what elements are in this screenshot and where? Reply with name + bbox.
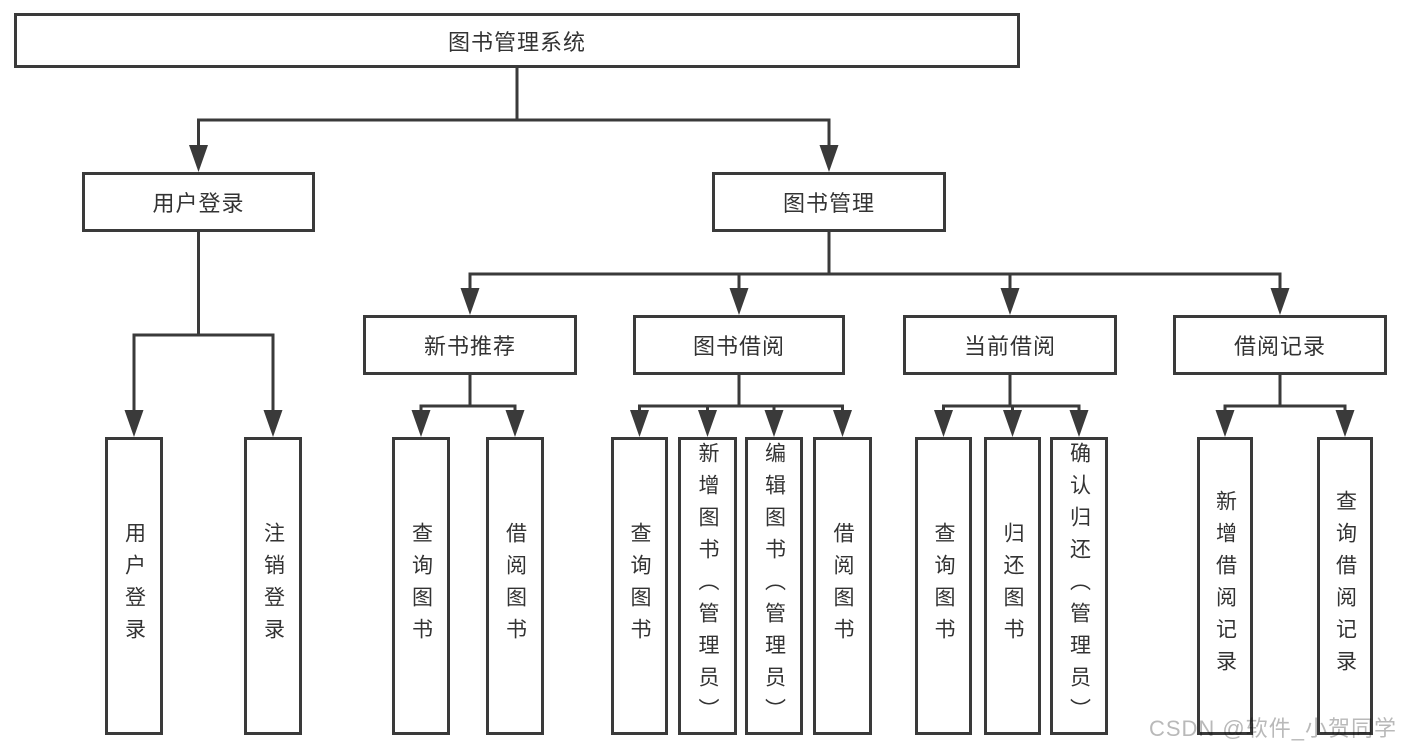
node-borrow-records: 借阅记录 — [1173, 315, 1387, 375]
node-cur-borrow: 当前借阅 — [903, 315, 1117, 375]
node-leaf-user-login: 用户登录 — [105, 437, 163, 735]
arrowhead-user-login — [189, 145, 208, 172]
arrowhead-leaf-bb-add — [698, 410, 717, 437]
arrowhead-leaf-cb-return — [1003, 410, 1022, 437]
arrowhead-cur-borrow — [1000, 288, 1020, 315]
node-leaf-bb-borrow: 借阅图书 — [813, 437, 872, 735]
node-leaf-logout: 注销登录 — [244, 437, 302, 735]
node-root: 图书管理系统 — [14, 13, 1020, 68]
arrowhead-leaf-cb-query — [934, 410, 953, 437]
arrowhead-leaf-logout — [263, 410, 283, 437]
node-leaf-cb-query: 查询图书 — [915, 437, 972, 735]
node-leaf-br-query: 查询借阅记录 — [1317, 437, 1373, 735]
arrowhead-leaf-bb-query — [630, 410, 649, 437]
node-leaf-bb-query: 查询图书 — [611, 437, 668, 735]
arrowhead-borrow-records — [1270, 288, 1290, 315]
node-new-rec: 新书推荐 — [363, 315, 577, 375]
node-leaf-bb-edit: 编辑图书（管理员） — [745, 437, 803, 735]
watermark: CSDN @软件_小贺同学 — [1148, 716, 1397, 741]
node-leaf-br-add: 新增借阅记录 — [1197, 437, 1253, 735]
arrowhead-leaf-user-login — [124, 410, 144, 437]
arrowhead-new-rec — [460, 288, 480, 315]
node-leaf-cb-return: 归还图书 — [984, 437, 1041, 735]
node-leaf-rec-borrow: 借阅图书 — [486, 437, 544, 735]
node-user-login: 用户登录 — [82, 172, 315, 232]
arrowhead-leaf-bb-borrow — [833, 410, 852, 437]
arrowhead-book-borrow — [729, 288, 749, 315]
node-leaf-bb-add: 新增图书（管理员） — [678, 437, 737, 735]
arrowhead-leaf-br-add — [1215, 410, 1235, 437]
arrowhead-leaf-cb-confirm — [1069, 410, 1089, 437]
node-leaf-cb-confirm: 确认归还（管理员） — [1050, 437, 1108, 735]
arrowhead-leaf-rec-borrow — [505, 410, 525, 437]
node-leaf-rec-query: 查询图书 — [392, 437, 450, 735]
node-book-mgmt: 图书管理 — [712, 172, 946, 232]
arrowhead-leaf-br-query — [1335, 410, 1355, 437]
node-book-borrow: 图书借阅 — [633, 315, 845, 375]
arrowhead-book-mgmt — [819, 145, 839, 172]
arrowhead-leaf-rec-query — [411, 410, 431, 437]
arrowhead-leaf-bb-edit — [764, 410, 784, 437]
